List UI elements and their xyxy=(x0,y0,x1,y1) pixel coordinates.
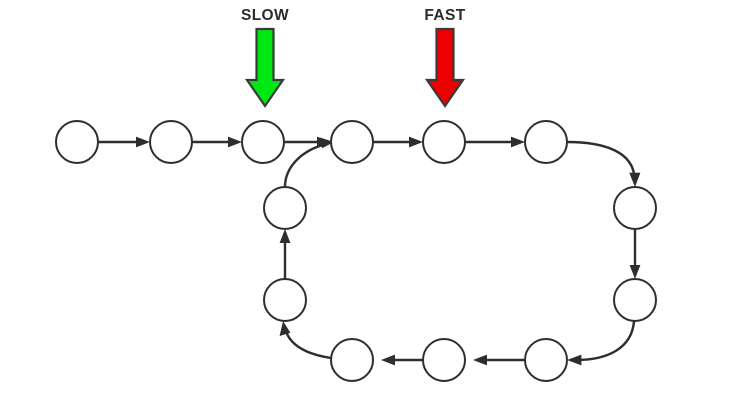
list-node-n2[interactable] xyxy=(149,120,193,164)
slow-pointer-group: SLOW xyxy=(241,7,289,108)
list-node-n7[interactable] xyxy=(613,186,657,230)
edge-n5-n6 xyxy=(465,136,525,148)
list-node-n8[interactable] xyxy=(613,278,657,322)
list-node-n6[interactable] xyxy=(524,120,568,164)
fast-pointer-group: FAST xyxy=(424,7,466,108)
edge-n12-n13 xyxy=(279,229,291,279)
edge-n13-n4 xyxy=(283,137,334,188)
edge-layer xyxy=(98,136,641,366)
list-node-n3[interactable] xyxy=(241,120,285,164)
slow-pointer-label: SLOW xyxy=(241,7,289,24)
edge-n11-n12 xyxy=(279,321,332,360)
list-node-n10[interactable] xyxy=(422,338,466,382)
slow-pointer-arrow-icon xyxy=(244,27,286,108)
list-node-n12[interactable] xyxy=(263,278,307,322)
edge-n2-n3 xyxy=(192,136,242,148)
edge-n1-n2 xyxy=(98,136,150,148)
edge-n7-n8 xyxy=(629,229,641,279)
list-node-n4[interactable] xyxy=(330,120,374,164)
list-node-n5[interactable] xyxy=(422,120,466,164)
list-node-n1[interactable] xyxy=(55,120,99,164)
list-node-n9[interactable] xyxy=(524,338,568,382)
fast-pointer-arrow-icon xyxy=(424,27,466,108)
list-node-n13[interactable] xyxy=(263,186,307,230)
node-layer xyxy=(55,120,657,382)
list-node-n11[interactable] xyxy=(330,338,374,382)
edge-n6-n7 xyxy=(566,140,641,187)
edge-n8-n9 xyxy=(567,320,636,366)
fast-pointer-label: FAST xyxy=(424,7,465,24)
edge-n10-n11 xyxy=(381,354,423,366)
edge-n9-n10 xyxy=(473,354,525,366)
edge-n4-n5 xyxy=(373,136,423,148)
